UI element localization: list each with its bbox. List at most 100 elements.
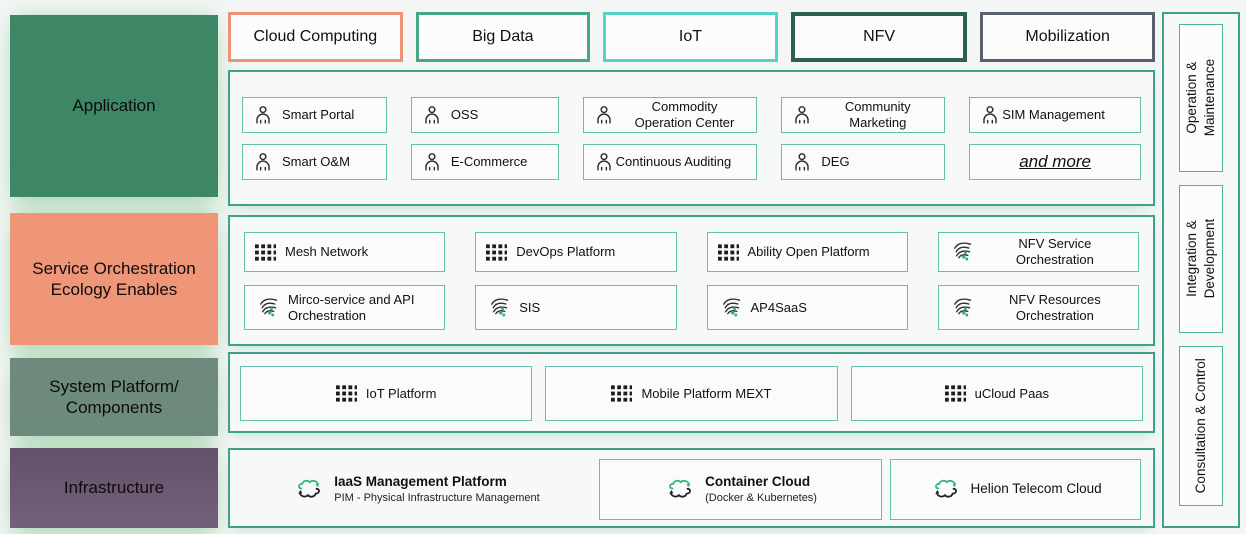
orchestration-icon [949, 240, 973, 264]
item-label: Mirco-service and API Orchestration [288, 291, 415, 323]
system-items: IoT Platform Mobile Platform MEXT uCloud… [230, 354, 1153, 421]
layer-label-application: Application [10, 15, 218, 197]
tab-label: Big Data [472, 28, 534, 45]
application-items: Smart Portal OSS Commodity Operation Cen… [230, 72, 1153, 180]
person-icon [253, 152, 273, 172]
item-label: IoT Platform [365, 385, 437, 401]
item-label: Continuous Auditing [615, 154, 732, 170]
person-icon [594, 152, 614, 172]
side-label-line: Maintenance [1202, 59, 1217, 137]
grid-icon [944, 385, 966, 402]
tab-cloud-computing: Cloud Computing [228, 12, 403, 62]
item-label: Container Cloud [705, 474, 811, 490]
item-nfv-resources-orchestration: NFV Resources Orchestration [937, 285, 1139, 330]
person-icon [792, 152, 812, 172]
item-and-more: and more [969, 144, 1141, 180]
item-label: Commodity Operation Center [634, 99, 735, 130]
section-service-orchestration: Mesh Network DevOps Platform Ability Ope… [228, 215, 1155, 346]
side-label-line: Operation & [1184, 61, 1200, 135]
tab-big-data: Big Data [415, 12, 591, 62]
item-label: IaaS Management Platform [334, 474, 507, 490]
item-smart-portal: Smart Portal [242, 97, 387, 133]
item-e-commerce: E-Commerce [410, 144, 559, 180]
item-label: Helion Telecom Cloud [970, 481, 1102, 497]
side-label-line: Integration & [1184, 220, 1200, 298]
item-subtitle: (Docker & Kubernetes) [705, 491, 817, 504]
section-system-platform: IoT Platform Mobile Platform MEXT uCloud… [228, 352, 1155, 433]
section-infrastructure: IaaS Management Platform PIM - Physical … [228, 448, 1155, 528]
item-label: SIS [519, 299, 541, 315]
item-continuous-auditing: Continuous Auditing [582, 144, 758, 180]
item-sim-management: SIM Management [969, 97, 1141, 133]
side-label-line: Development [1202, 219, 1218, 299]
tab-label: NFV [863, 28, 896, 45]
item-iaas-management-platform: IaaS Management Platform PIM - Physical … [242, 459, 591, 520]
grid-icon [611, 385, 633, 402]
item-label: DEG [821, 154, 850, 170]
item-deg: DEG [781, 144, 946, 180]
item-label: SIM Management [1002, 107, 1105, 123]
item-ap4saas: AP4SaaS [706, 285, 908, 330]
orchestration-icon [718, 296, 742, 320]
tab-mobilization: Mobilization [980, 12, 1155, 62]
grid-icon [717, 243, 739, 261]
item-label: DevOps Platform [516, 244, 616, 260]
item-smart-om: Smart O&M [242, 144, 387, 180]
orchestration-icon [486, 296, 510, 320]
item-label: Smart O&M [282, 154, 350, 170]
item-label: OSS [450, 107, 479, 123]
layer-label-infrastructure: Infrastructure [10, 448, 218, 528]
item-community-marketing: Community Marketing [781, 97, 946, 133]
item-ucloud-paas: uCloud Paas [850, 366, 1143, 421]
cloud-sync-icon [293, 478, 325, 502]
item-mobile-platform-mext: Mobile Platform MEXT [545, 366, 838, 421]
category-tabs: Cloud Computing Big Data IoT NFV Mobiliz… [228, 12, 1155, 62]
side-label-consultation-control: Consultation & Control [1179, 346, 1223, 506]
item-nfv-service-orchestration: NFV Service Orchestration [937, 232, 1139, 272]
layer-label-system-platform: System Platform/ Components [10, 358, 218, 436]
item-iot-platform: IoT Platform [240, 366, 533, 421]
person-icon [422, 105, 442, 125]
side-panel: Operation & Maintenance Integration & De… [1162, 12, 1240, 528]
grid-icon [335, 385, 357, 402]
person-icon [980, 105, 1000, 125]
infrastructure-items: IaaS Management Platform PIM - Physical … [230, 450, 1153, 520]
layer-label-service-orchestration: Service Orchestration Ecology Enables [10, 213, 218, 345]
grid-icon [255, 243, 276, 261]
item-label: Smart Portal [282, 107, 355, 123]
item-commodity-operation-center: Commodity Operation Center [582, 97, 758, 133]
item-label: Ability Open Platform [747, 244, 870, 260]
person-icon [253, 105, 273, 125]
item-label: E-Commerce [450, 154, 528, 170]
item-label: Mesh Network [285, 244, 369, 260]
side-label-operation-maintenance: Operation & Maintenance [1179, 24, 1223, 172]
orchestration-icon [949, 296, 973, 320]
item-oss: OSS [410, 97, 559, 133]
item-ability-open-platform: Ability Open Platform [706, 232, 908, 272]
side-label-integration-development: Integration & Development [1179, 185, 1223, 333]
side-label-line: Consultation & Control [1193, 358, 1209, 494]
item-label: AP4SaaS [750, 299, 807, 315]
tab-label: Cloud Computing [253, 28, 378, 45]
item-sis: SIS [475, 285, 677, 330]
item-label: NFV Resources Orchestration [1009, 291, 1101, 323]
service-items: Mesh Network DevOps Platform Ability Ope… [230, 217, 1153, 330]
item-mesh-network: Mesh Network [244, 232, 446, 272]
item-devops-platform: DevOps Platform [475, 232, 677, 272]
item-label: Community Marketing [844, 99, 911, 130]
cloud-sync-icon [664, 478, 696, 502]
section-application: Smart Portal OSS Commodity Operation Cen… [228, 70, 1155, 206]
item-label: and more [1019, 151, 1092, 171]
tab-label: Mobilization [1025, 28, 1110, 45]
person-icon [422, 152, 442, 172]
item-helion-telecom-cloud: Helion Telecom Cloud [890, 459, 1141, 520]
item-subtitle: PIM - Physical Infrastructure Management [334, 491, 540, 504]
orchestration-icon [255, 296, 279, 320]
person-icon [594, 105, 614, 125]
tab-label: IoT [678, 28, 703, 45]
item-container-cloud: Container Cloud (Docker & Kubernetes) [598, 459, 883, 520]
tab-nfv: NFV [790, 12, 968, 62]
item-label: uCloud Paas [974, 385, 1050, 401]
cloud-sync-icon [930, 478, 962, 502]
